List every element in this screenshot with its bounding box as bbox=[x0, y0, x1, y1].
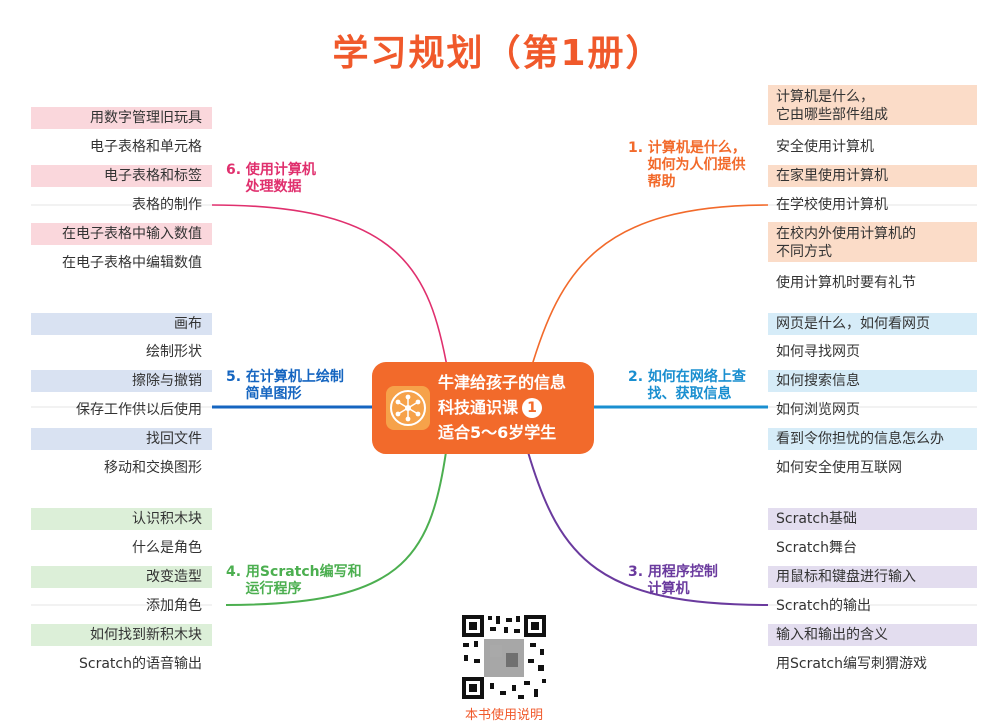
topic-3-item: 用鼠标和键盘进行输入 bbox=[768, 566, 977, 588]
topic-5-item: 绘制形状 bbox=[146, 344, 202, 360]
topic-2-item: 如何浏览网页 bbox=[776, 402, 860, 418]
topic-1-item: 在学校使用计算机 bbox=[776, 197, 888, 213]
branch-3-label: 3. 用程序控制 计算机 bbox=[628, 564, 718, 597]
topic-3-item: Scratch的输出 bbox=[776, 598, 871, 614]
central-title-line1: 牛津给孩子的信息 bbox=[438, 373, 567, 392]
central-title-line3: 适合5～6岁学生 bbox=[438, 423, 557, 442]
topic-1-item: 安全使用计算机 bbox=[776, 139, 874, 155]
topic-6-item: 用数字管理旧玩具 bbox=[31, 107, 212, 129]
topic-2-item: 如何安全使用互联网 bbox=[776, 460, 902, 476]
topic-4-item: 改变造型 bbox=[31, 566, 212, 588]
topic-6-item: 在电子表格中输入数值 bbox=[31, 223, 212, 245]
page-title: 学习规划（第1册） bbox=[332, 33, 664, 74]
topic-5-item: 画布 bbox=[31, 313, 212, 335]
network-icon bbox=[386, 386, 430, 430]
topic-6-item: 电子表格和标签 bbox=[31, 165, 212, 187]
topic-5-item: 找回文件 bbox=[31, 428, 212, 450]
topic-3-item: 输入和输出的含义 bbox=[768, 624, 977, 646]
topic-3-item: Scratch基础 bbox=[768, 508, 977, 530]
topic-4-item: 认识积木块 bbox=[31, 508, 212, 530]
topic-2-item: 网页是什么，如何看网页 bbox=[768, 313, 977, 335]
topic-1-item: 使用计算机时要有礼节 bbox=[776, 275, 916, 291]
topic-4-item: 什么是角色 bbox=[132, 540, 202, 556]
branch-5-label: 5. 在计算机上绘制 简单图形 bbox=[226, 369, 344, 402]
topic-3-item: 用Scratch编写刺猬游戏 bbox=[776, 656, 927, 672]
topic-1-item: 在校内外使用计算机的 不同方式 bbox=[768, 222, 977, 262]
topic-2-item: 如何寻找网页 bbox=[776, 344, 860, 360]
topic-6-item: 在电子表格中编辑数值 bbox=[62, 255, 202, 271]
branch-4-label: 4. 用Scratch编写和 运行程序 bbox=[226, 564, 362, 597]
topic-2-item: 看到令你担忧的信息怎么办 bbox=[768, 428, 977, 450]
qr-caption: 本书使用说明 bbox=[464, 708, 543, 723]
topic-5-item: 保存工作供以后使用 bbox=[76, 402, 202, 418]
topic-4-item: Scratch的语音输出 bbox=[79, 656, 202, 672]
topic-5-item: 移动和交换图形 bbox=[104, 460, 202, 476]
topic-6-item: 电子表格和单元格 bbox=[90, 139, 202, 155]
qr-code-image[interactable] bbox=[460, 613, 548, 701]
branch-2-label: 2. 如何在网络上查 找、获取信息 bbox=[628, 369, 746, 402]
topic-5-item: 擦除与撤销 bbox=[31, 370, 212, 392]
topic-4-item: 添加角色 bbox=[146, 598, 202, 614]
topic-1-item: 计算机是什么， 它由哪些部件组成 bbox=[768, 85, 977, 125]
topic-6-item: 表格的制作 bbox=[132, 197, 202, 213]
volume-badge: 1 bbox=[522, 398, 543, 418]
topic-1-item: 在家里使用计算机 bbox=[768, 165, 977, 187]
branch-6-label: 6. 使用计算机 处理数据 bbox=[226, 162, 316, 195]
topic-4-item: 如何找到新积木块 bbox=[31, 624, 212, 646]
branch-1-label: 1. 计算机是什么， 如何为人们提供 帮助 bbox=[628, 140, 746, 190]
topic-2-item: 如何搜索信息 bbox=[768, 370, 977, 392]
topic-3-item: Scratch舞台 bbox=[776, 540, 857, 556]
